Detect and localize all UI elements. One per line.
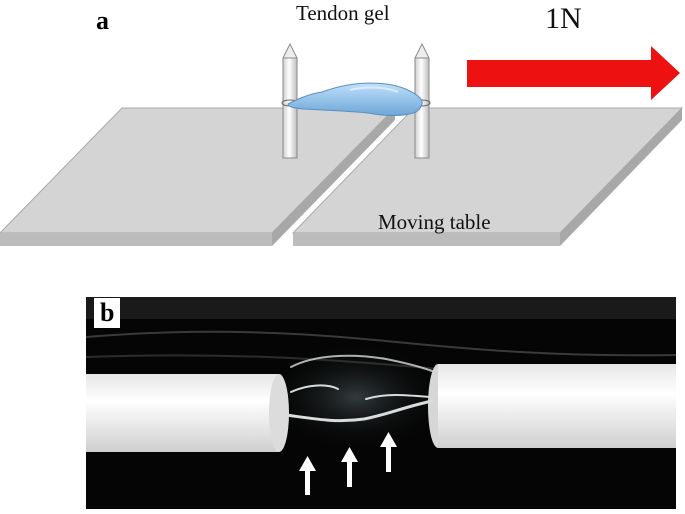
panel-a-label: a: [96, 6, 109, 35]
force-arrow: [467, 46, 680, 100]
arrow-2: [341, 447, 358, 487]
tendon-photo: [86, 297, 676, 509]
left-rod: [86, 374, 289, 452]
tendon-strands: [284, 354, 434, 423]
setup-diagram: [0, 42, 684, 246]
tendon-gel-label: Tendon gel: [296, 1, 390, 25]
tendon-gel: [287, 82, 423, 116]
force-label: 1N: [545, 2, 582, 35]
panel-b-label: b: [94, 298, 121, 328]
moving-table-label: Moving table: [378, 210, 491, 234]
arrow-1: [299, 456, 316, 495]
moving-table: [291, 107, 684, 246]
right-rod: [428, 364, 676, 448]
arrow-3: [380, 432, 397, 472]
